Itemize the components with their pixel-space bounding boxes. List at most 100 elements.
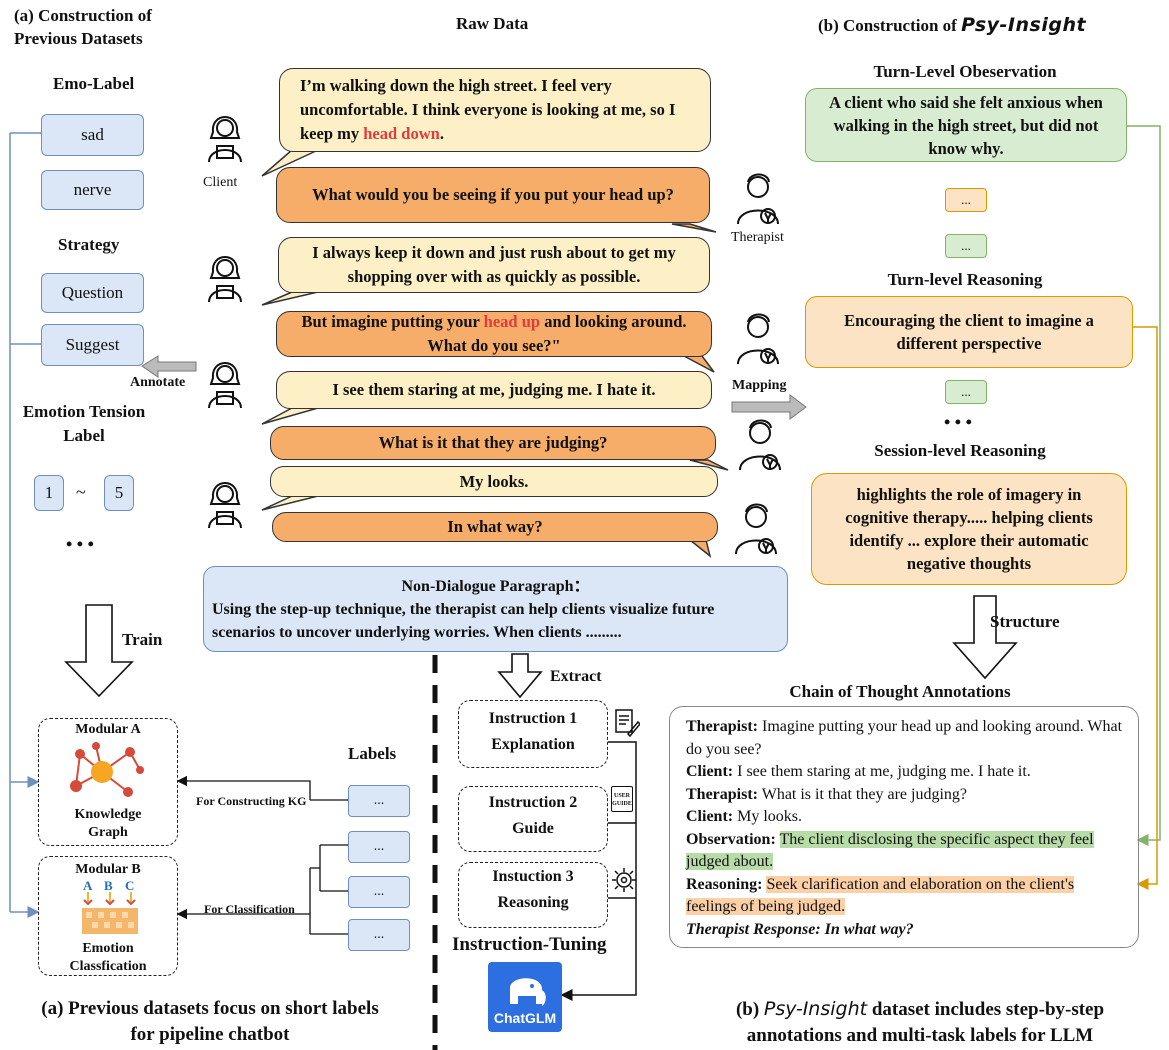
dialogue-bubble-4: But imagine putting your head up and loo… [276, 311, 712, 357]
annotate-arrow [141, 355, 197, 378]
train-label: Train [122, 630, 163, 649]
modular-b-box [38, 856, 178, 976]
chatglm-text: ChatGLM [493, 1010, 557, 1026]
extract-arrow [497, 653, 543, 699]
strategy-heading: Strategy [58, 235, 120, 254]
annotate-label: Annotate [130, 375, 186, 390]
bubble-4-text: But imagine putting your head up and loo… [301, 312, 687, 355]
tension-min-box: 1 [34, 475, 64, 511]
modular-b-name-line1: Emotion [82, 941, 134, 956]
modular-a-box [38, 718, 178, 846]
emo-label-nerve: nerve [41, 170, 144, 210]
therapist-label: Therapist [731, 230, 784, 245]
left-dots: • • • [66, 534, 94, 554]
dialogue-bubble-7: My looks. [270, 466, 718, 497]
left-title: (a) Construction of Previous Datasets [14, 4, 152, 50]
instruction-3-line1: Instuction 3 [492, 868, 574, 885]
labels-heading: Labels [348, 744, 397, 763]
instruction-3-box: Instuction 3 Reasoning [458, 862, 608, 928]
tension-tilde: ~ [76, 482, 86, 502]
paragraph-text: Using the step-up technique, the therapi… [212, 601, 715, 641]
structure-label: Structure [990, 612, 1060, 631]
tension-heading-line2: Label [63, 426, 105, 445]
right-title: (b) Construction of Psy-Insight [818, 14, 1086, 36]
user-guide-icon-text: USER GUIDE [612, 793, 632, 807]
turn-obs-heading: Turn-Level Obeservation [873, 62, 1057, 81]
emo-label-heading: Emo-Label [53, 74, 135, 93]
structure-arrow [952, 595, 1018, 680]
cot-response: Therapist Response: In what way? [686, 920, 914, 938]
train-arrow [64, 604, 134, 698]
bubble-1-highlight: head down [363, 124, 440, 143]
mapping-label: Mapping [732, 378, 787, 393]
instruction-3-line2: Reasoning [497, 894, 569, 911]
modular-a-title: Modular A [75, 722, 141, 737]
dialogue-bubble-5: I see them staring at me, judging me. I … [276, 371, 712, 409]
dialogue-bubble-1: I’m walking down the high street. I feel… [279, 68, 711, 152]
elephant-icon [510, 978, 546, 1006]
session-heading: Session-level Reasoning [874, 441, 1046, 460]
class-letter-a: A [83, 878, 93, 893]
right-dots: • • • [944, 412, 972, 432]
left-title-line1: (a) Construction of [14, 6, 152, 25]
sorting-bars-icon [82, 892, 138, 934]
cot-therapist-1: Therapist: Imagine putting your head up … [686, 718, 1123, 758]
left-caption-line1: (a) Previous datasets focus on short lab… [41, 998, 379, 1019]
client-avatar-icon-4 [208, 482, 242, 529]
therapist-avatar-icon-4 [735, 503, 777, 555]
tension-max-box: 5 [104, 475, 134, 511]
instruction-2-line1: Instruction 2 [488, 794, 578, 811]
cot-client-2: Client: My looks. [686, 808, 803, 825]
chatglm-logo: ChatGLM [488, 962, 562, 1032]
client-avatar-icon [208, 116, 242, 163]
right-caption-line1: (b) Psy-Insight dataset includes step-by… [735, 998, 1105, 1020]
non-dialogue-paragraph: Non-Dialogue Paragraph： Using the step-u… [203, 566, 788, 652]
label-box-2: ... [348, 831, 410, 863]
cot-observation: Observation: The client disclosing the s… [686, 830, 1094, 870]
left-title-line2: Previous Datasets [14, 29, 143, 48]
cot-therapist-2: Therapist: What is it that they are judg… [686, 785, 967, 803]
cot-heading: Chain of Thought Annotations [789, 682, 1011, 701]
label-box-1: ... [348, 785, 410, 817]
for-cls-label: For Classification [204, 902, 295, 916]
session-card: highlights the role of imagery in cognit… [811, 473, 1127, 585]
modular-a-name-line1: Knowledge [74, 807, 142, 822]
left-caption-line2: for pipeline chatbot [130, 1024, 290, 1045]
dialogue-bubble-6: What is it that they are judging? [270, 426, 716, 460]
cot-box: Therapist: Imagine putting your head up … [669, 706, 1139, 948]
strategy-label-suggest: Suggest [41, 324, 144, 366]
classification-icon: A B C [80, 878, 140, 936]
label-box-4: ... [348, 919, 410, 951]
paragraph-title: Non-Dialogue Paragraph： [401, 578, 590, 595]
tension-heading: Emotion Tension Label [14, 400, 154, 448]
dialogue-bubble-3: I always keep it down and just rush abou… [278, 237, 710, 293]
client-label: Client [203, 175, 238, 190]
instruction-tuning-label: Instruction-Tuning [452, 934, 607, 955]
bubble-1-text: I’m walking down the high street. I feel… [300, 76, 676, 143]
raw-data-heading: Raw Data [456, 14, 529, 33]
turn-reason-heading: Turn-level Reasoning [887, 270, 1043, 289]
right-title-prefix: (b) Construction of [818, 16, 962, 35]
knowledge-graph-icon [70, 742, 144, 797]
caption-brand-logo: Psy-Insight [763, 998, 868, 1020]
modular-b-name-line2: Classfication [69, 959, 147, 974]
left-caption: (a) Previous datasets focus on short lab… [0, 996, 420, 1048]
mini-box-orange: ... [945, 188, 987, 212]
class-letter-c: C [125, 878, 135, 893]
modular-b-name: Emotion Classfication [38, 940, 178, 976]
modular-a-name: Knowledge Graph [38, 806, 178, 842]
extract-label: Extract [550, 668, 602, 685]
label-box-3: ... [348, 876, 410, 908]
turn-obs-card: A client who said she felt anxious when … [805, 88, 1127, 162]
right-caption: (b) Psy-Insight dataset includes step-by… [680, 996, 1160, 1049]
left-blue-bracket [9, 132, 41, 918]
therapist-avatar-icon-2 [737, 313, 779, 365]
therapist-avatar-icon-3 [739, 419, 781, 471]
right-caption-line2: annotations and multi-task labels for LL… [746, 1025, 1094, 1046]
modular-a-name-line2: Graph [88, 825, 128, 840]
brand-logo: Psy-Insight [961, 14, 1087, 36]
emo-label-sad: sad [41, 114, 144, 156]
instruction-1-line1: Instruction 1 [488, 710, 578, 727]
client-avatar-icon-3 [208, 362, 242, 409]
instruction-2-box: Instruction 2 Guide [458, 786, 608, 852]
